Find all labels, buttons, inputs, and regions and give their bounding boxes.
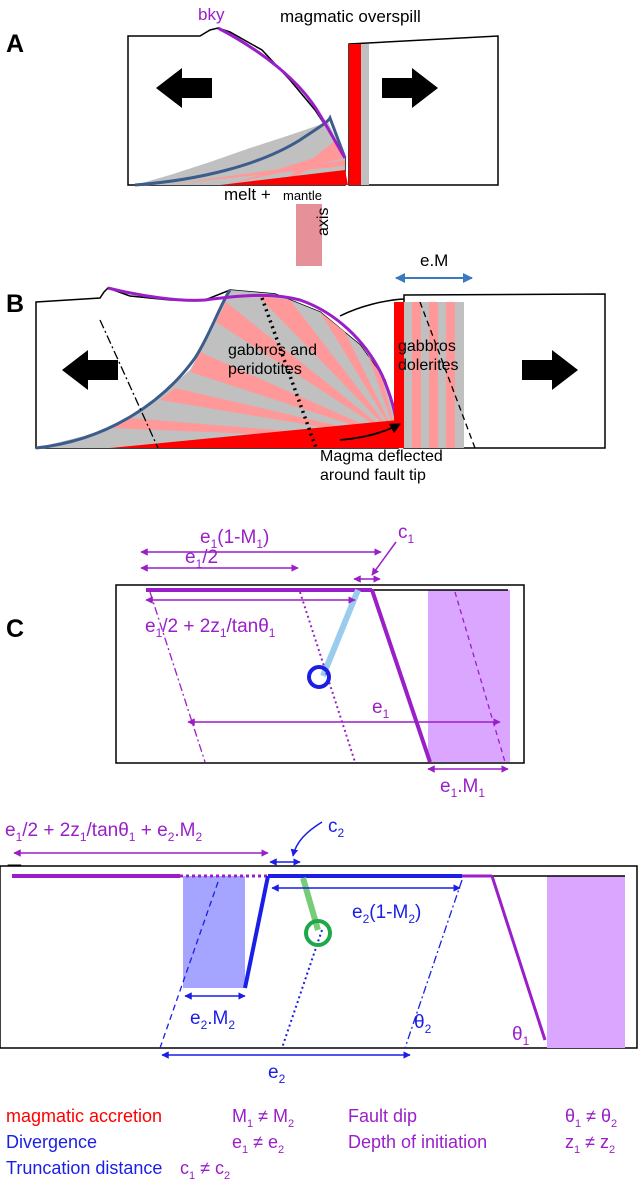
panel-b-red-base — [110, 420, 404, 448]
gabbros-dolerites-line1: gabbros — [398, 338, 456, 355]
panel-c-c1-pointer — [371, 541, 397, 576]
panel-a-label: A — [6, 30, 24, 58]
panel-b: B — [6, 251, 606, 484]
gabbros-dolerites-line2: dolerites — [398, 357, 458, 374]
legend-truncation-distance: Truncation distance — [6, 1158, 162, 1178]
panel-b-label: B — [6, 290, 24, 318]
panel-e-c2-pointer — [290, 821, 323, 857]
panel-b-right-surface — [339, 298, 405, 317]
legend-c-inequality: c1 ≠ c2 — [180, 1158, 230, 1182]
panel-b-dashdot-fault — [99, 319, 159, 449]
panel-c-e1-1m1-label: e1(1-M1) — [200, 527, 269, 551]
panel-a-red-base — [220, 170, 348, 185]
legend-magmatic-accretion: magmatic accretion — [6, 1106, 162, 1126]
panel-a-pink-streak — [280, 140, 343, 184]
panel-a: A bky magmatic overspill melt + mantle a… — [6, 5, 499, 266]
axis-box — [296, 204, 322, 266]
panel-e-box — [0, 865, 638, 1049]
panel-e-fault-1 — [490, 875, 547, 1041]
panel-c-accretion-zone — [428, 590, 510, 762]
panel-b-em-label: e.M — [420, 251, 448, 270]
bky-label: bky — [198, 5, 225, 24]
panel-a-bky-line — [217, 26, 347, 159]
panel-c-initiation-circle — [307, 665, 331, 689]
legend-m-inequality: M1 ≠ M2 — [232, 1106, 294, 1130]
legend-e-inequality: e1 ≠ e2 — [232, 1132, 284, 1156]
panel-e-fault-2 — [243, 875, 270, 989]
panel-c-e1-label: e1 — [372, 697, 390, 721]
melt-label: melt + — [224, 185, 271, 204]
panel-e-c2-label: c2 — [328, 816, 345, 840]
panel-e-accretion-zone-1 — [547, 876, 625, 1048]
panel-b-dyke-bands — [394, 302, 464, 448]
gabbros-peridotites-line2: peridotites — [228, 361, 302, 378]
panel-e-initiation-circle — [304, 919, 332, 947]
legend-depth-of-initiation: Depth of initiation — [348, 1132, 487, 1152]
legend-z-inequality: z1 ≠ z2 — [565, 1132, 615, 1156]
legend-fault-dip: Fault dip — [348, 1106, 417, 1126]
legend-divergence: Divergence — [6, 1132, 97, 1152]
panel-e-e2-label: e2 — [268, 1062, 286, 1086]
panel-c-c1-label: c1 — [398, 522, 415, 546]
panel-c-dashed-line — [454, 591, 506, 763]
legend: magmatic accretion M1 ≠ M2 Fault dip θ1 … — [6, 1106, 617, 1182]
panel-e-dotted-line — [281, 929, 323, 1049]
panel-a-left-arrow — [156, 68, 212, 108]
panel-c-fault — [370, 589, 432, 763]
panel-c-truncated-segment — [320, 588, 361, 678]
panel-b-bky-line — [107, 286, 400, 441]
panel-e-e2-1m2-label: e2(1-M2) — [352, 902, 421, 926]
panel-b-right-arrow — [522, 350, 578, 390]
panel-a-right-arrow — [382, 68, 438, 108]
panel-c-e1m1-label: e1.M1 — [440, 776, 485, 800]
panel-e-top-label: e1/2 + 2z1/tanθ1 + e2.M2 — [5, 820, 203, 844]
axis-label: axis — [315, 208, 332, 236]
panel-e: E e1/2 + 2z1/tanθ1 + e2.M2 c2 e2(1-M2) e… — [0, 816, 638, 1086]
panel-e-e2m2-label: e2.M2 — [190, 1008, 235, 1032]
magma-deflection-arrow — [339, 423, 401, 441]
gabbros-peridotites-line1: gabbros and — [228, 342, 317, 359]
panel-c-dashdot-line — [149, 591, 206, 763]
panel-b-left-arrow — [62, 350, 118, 390]
panel-a-right-block — [348, 35, 499, 186]
panel-c-label: C — [6, 615, 24, 643]
magma-deflected-line1: Magma deflected — [320, 448, 443, 465]
magmatic-overspill-label: magmatic overspill — [280, 7, 421, 26]
panel-b-dotted-fault — [260, 297, 318, 449]
panel-e-theta1-label: θ1 — [512, 1024, 530, 1048]
legend-theta-inequality: θ1 ≠ θ2 — [565, 1106, 617, 1130]
panel-b-dashed-fault — [419, 301, 476, 449]
panel-a-red-dyke — [349, 44, 361, 185]
panel-e-theta2-label: θ2 — [414, 1012, 432, 1036]
panel-c-e1half-label: e1/2 — [185, 547, 218, 571]
panel-a-grey-dyke — [361, 44, 369, 185]
magma-deflected-line2: around fault tip — [320, 467, 426, 484]
mantle-label: mantle — [283, 188, 322, 203]
panel-c: C e1(1-M1) e1/2 c1 e1/2 + 2z1/tanθ1 e1 e… — [6, 522, 525, 800]
panel-b-pink-rays — [110, 296, 398, 440]
panel-e-dashdot-line — [404, 879, 463, 1049]
panel-b-slate-line — [35, 289, 232, 450]
panel-c-long-label: e1/2 + 2z1/tanθ1 — [145, 616, 276, 640]
